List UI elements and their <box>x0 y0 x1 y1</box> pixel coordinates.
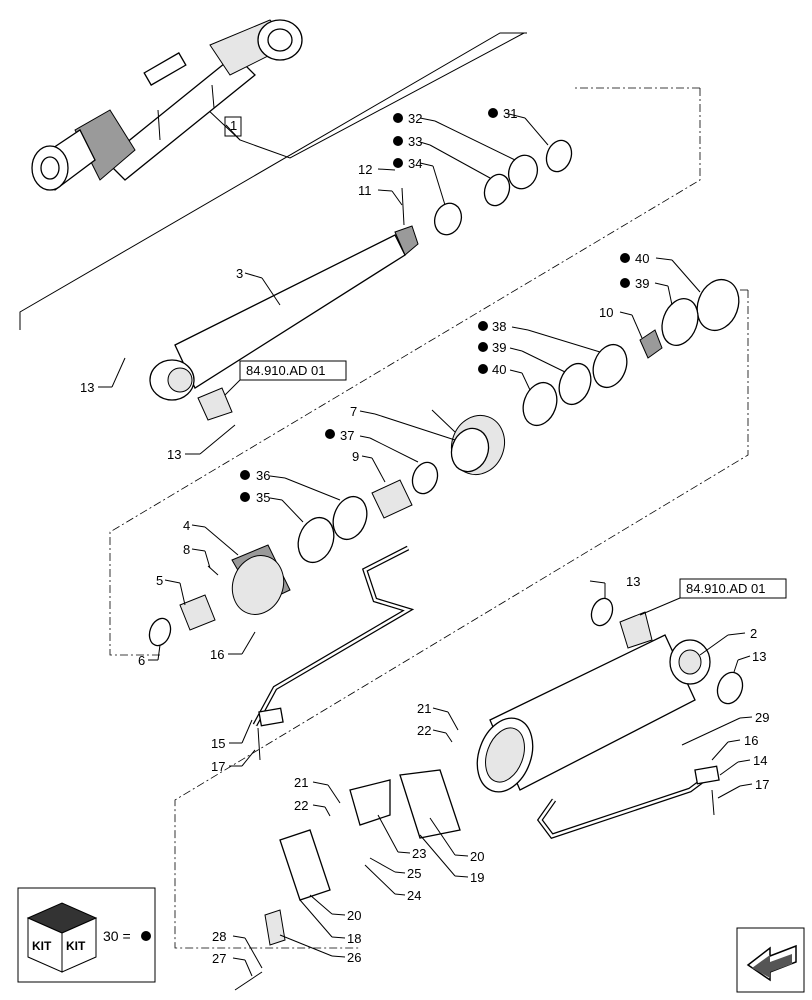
callout-16b: 16 <box>744 733 758 748</box>
callout-1: 1 <box>230 118 237 133</box>
callout-39a: 39 <box>635 276 649 291</box>
callout-4: 4 <box>183 518 190 533</box>
callout-13d: 13 <box>752 649 766 664</box>
kit-bullet <box>240 470 250 480</box>
callout-13a: 13 <box>80 380 94 395</box>
callout-20a: 20 <box>470 849 484 864</box>
kit-bullet <box>393 158 403 168</box>
head-group <box>148 495 368 647</box>
callout-40a: 40 <box>635 251 649 266</box>
kit-equation-bullet <box>141 931 151 941</box>
kit-bullet <box>393 113 403 123</box>
kit-bullet <box>620 278 630 288</box>
reference-lower[interactable]: 84.910.AD 01 <box>679 578 787 599</box>
callout-6: 6 <box>138 653 145 668</box>
kit-legend: KIT KIT 30 = <box>17 887 156 983</box>
callout-22a: 22 <box>417 723 431 738</box>
callout-12: 12 <box>358 162 372 177</box>
callout-24: 24 <box>407 888 421 903</box>
kit-word-2: KIT <box>66 939 86 953</box>
kit-word-1: KIT <box>32 939 52 953</box>
callout-28: 28 <box>212 929 226 944</box>
reference-upper[interactable]: 84.910.AD 01 <box>239 360 347 381</box>
callout-22b: 22 <box>294 798 308 813</box>
callout-25: 25 <box>407 866 421 881</box>
kit-bullet <box>478 321 488 331</box>
callout-16a: 16 <box>210 647 224 662</box>
bushing-rod-eye <box>197 387 233 421</box>
callout-18: 18 <box>347 931 361 946</box>
kit-bullet <box>478 364 488 374</box>
callout-33: 33 <box>408 134 422 149</box>
callout-38: 38 <box>492 319 506 334</box>
piston-group <box>371 278 740 519</box>
callout-9: 9 <box>352 449 359 464</box>
callout-2: 2 <box>750 626 757 641</box>
kit-bullet <box>240 492 250 502</box>
callout-15: 15 <box>211 736 225 751</box>
exploded-dash-frames <box>109 87 749 949</box>
callout-8: 8 <box>183 542 190 557</box>
callout-35: 35 <box>256 490 270 505</box>
callout-26: 26 <box>347 950 361 965</box>
callout-17b: 17 <box>755 777 769 792</box>
callout-7: 7 <box>350 404 357 419</box>
clamp-group <box>234 707 720 991</box>
kit-box-icon: KIT KIT <box>26 902 98 973</box>
callout-3: 3 <box>236 266 243 281</box>
callout-11: 11 <box>358 183 372 198</box>
callout-29: 29 <box>755 710 769 725</box>
callout-40b: 40 <box>492 362 506 377</box>
kit-bullet <box>478 342 488 352</box>
callout-31: 31 <box>503 106 517 121</box>
callout-34: 34 <box>408 156 422 171</box>
kit-bullet <box>488 108 498 118</box>
hydraulic-tubes <box>252 545 712 839</box>
kit-equation: 30 = <box>103 928 131 944</box>
callout-1-box <box>224 116 242 137</box>
callout-21b: 21 <box>294 775 308 790</box>
callout-39b: 39 <box>492 340 506 355</box>
callout-5: 5 <box>156 573 163 588</box>
callout-17a: 17 <box>211 759 225 774</box>
piston-rod <box>149 187 419 401</box>
callout-13c: 13 <box>626 574 640 589</box>
cylinder-barrel <box>476 597 744 793</box>
seal-set-top <box>433 139 573 236</box>
kit-bullet <box>393 136 403 146</box>
kit-bullet <box>620 253 630 263</box>
callout-20b: 20 <box>347 908 361 923</box>
callout-13b: 13 <box>167 447 181 462</box>
callout-37: 37 <box>340 428 354 443</box>
kit-bullets <box>240 108 630 502</box>
callout-36: 36 <box>256 468 270 483</box>
kit-bullet <box>325 429 335 439</box>
callout-21a: 21 <box>417 701 431 716</box>
assembly-frame-lines <box>19 32 527 330</box>
callout-27: 27 <box>212 951 226 966</box>
assembled-cylinder <box>31 19 303 191</box>
callout-10: 10 <box>599 305 613 320</box>
next-page-arrow-icon[interactable] <box>736 927 805 993</box>
callout-19: 19 <box>470 870 484 885</box>
callouts: 1 31 32 33 34 12 11 3 40 39 10 38 39 40 … <box>80 106 769 966</box>
reference-upper-text[interactable]: 84.910.AD 01 <box>246 363 326 378</box>
callout-32: 32 <box>408 111 422 126</box>
callout-14: 14 <box>753 753 767 768</box>
leader-lines <box>98 112 753 977</box>
callout-23: 23 <box>412 846 426 861</box>
reference-lower-text[interactable]: 84.910.AD 01 <box>686 581 766 596</box>
